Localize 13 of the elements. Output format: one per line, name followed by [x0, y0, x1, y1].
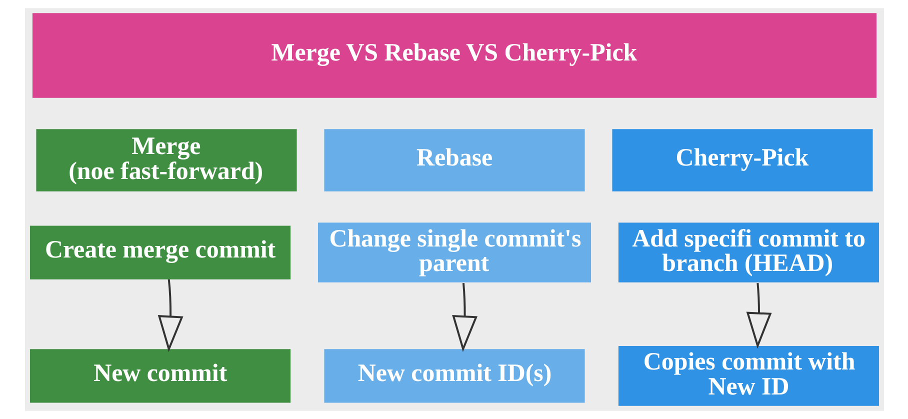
node-box: Merge VS Rebase VS Cherry-Pick — [32, 13, 876, 98]
node-box: Rebase — [324, 129, 584, 192]
arrow — [452, 282, 478, 352]
node-box: Create merge commit — [29, 226, 290, 280]
node-box: New commit — [29, 349, 290, 403]
node-box: New commit ID(s) — [324, 349, 584, 403]
node-box: Change single commit's parent — [317, 222, 591, 282]
node-box: Merge (noe fast-forward) — [36, 129, 296, 192]
node-box: Add specifi commit to branch (HEAD) — [618, 222, 879, 282]
arrow — [746, 282, 772, 349]
arrow — [157, 279, 183, 352]
node-box: Cherry-Pick — [612, 129, 872, 192]
node-box: Copies commit with New ID — [618, 346, 879, 406]
